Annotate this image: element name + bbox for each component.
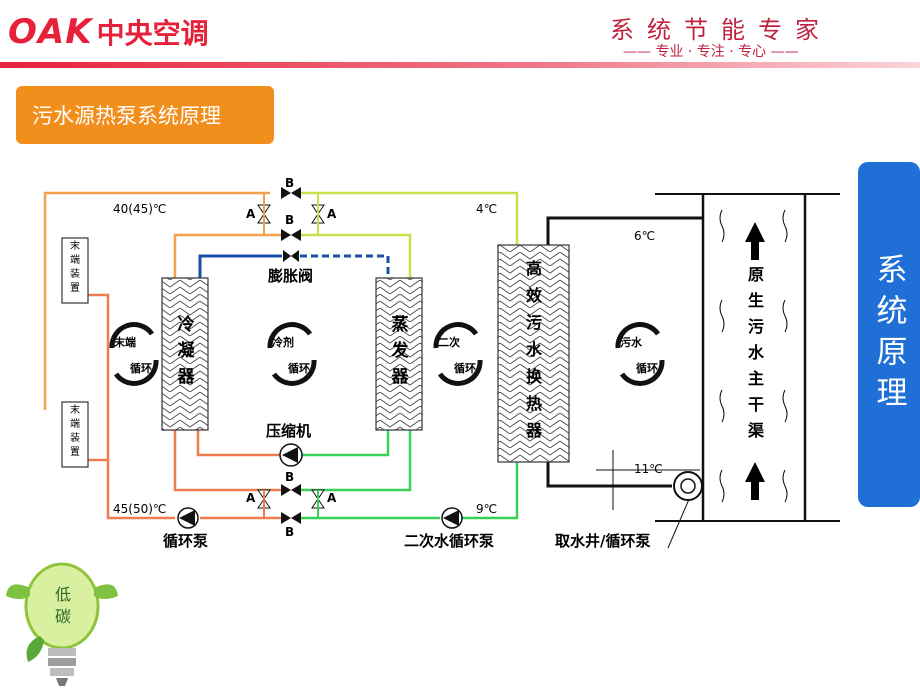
logo-cn-text: 中央空调	[96, 17, 209, 50]
intake-well-label: 取水井/循环泵	[555, 532, 651, 550]
exchanger-box	[497, 244, 570, 463]
temp-label-hot-supply: 40(45)℃	[113, 202, 167, 216]
secondary-pump-icon	[441, 507, 463, 529]
circ-pump-label: 循环泵	[163, 532, 209, 550]
main-channel	[655, 193, 840, 522]
valve-a-label-2: A	[327, 207, 337, 221]
temp-label-hot-return: 45(50)℃	[113, 502, 167, 516]
loop-label-refrig-b: 循环	[288, 362, 310, 375]
valve-a-label-1: A	[246, 207, 256, 221]
secondary-pump-label: 二次水循环泵	[404, 532, 495, 550]
terminal-unit-label-2: 末端装置	[70, 405, 80, 458]
evaporator-label: 蒸发器	[391, 315, 409, 387]
valve-b-label-3: B	[285, 470, 295, 484]
pipe-cold	[298, 191, 519, 278]
logo-brand-text: OAK	[8, 12, 93, 52]
valve-b-label-1: B	[285, 176, 295, 190]
loop-label-terminal-a: 末端	[114, 336, 136, 349]
valve-a-label-4: A	[327, 491, 337, 505]
loop-label-sewage-b: 循环	[636, 362, 658, 375]
flow-up-arrow-bottom	[745, 462, 765, 500]
condenser-label: 冷凝器	[177, 315, 195, 387]
terminal-unit-1	[61, 237, 89, 304]
valve-b-icon	[281, 187, 301, 524]
valve-b-label-2: B	[285, 213, 295, 227]
pipe-sewage	[546, 216, 702, 488]
side-label: 系统原理	[858, 162, 920, 507]
pointer-lines	[596, 450, 700, 549]
expansion-valve-label: 膨胀阀	[268, 267, 314, 285]
main-channel-label: 原生污水主干渠	[747, 265, 764, 440]
slogan: 系统节能专家	[610, 16, 832, 44]
loop-label-sewage-a: 污水	[620, 336, 642, 349]
loop-label-secondary-b: 循环	[454, 362, 476, 375]
sub-slogan: —— 专业 · 专注 · 专心 ——	[623, 44, 799, 60]
compressor-label: 压缩机	[266, 422, 312, 440]
evaporator-box	[375, 277, 423, 431]
pipe-green	[300, 430, 519, 520]
exchanger-label: 高效污水换热器	[525, 259, 542, 440]
loop-arrow-refrigerant	[267, 322, 317, 386]
temp-label-cold-4: 4℃	[476, 202, 498, 216]
loop-arrow-secondary	[433, 322, 483, 386]
temp-label-sewage-11: 11℃	[634, 462, 663, 476]
flow-up-arrow-top	[745, 222, 765, 260]
valve-a-label-3: A	[246, 491, 256, 505]
compressor-icon	[279, 443, 303, 467]
low-carbon-badge: 低碳	[54, 585, 71, 626]
brand-logo: OAK 中央空调	[8, 10, 209, 54]
loop-label-refrig-a: 冷剂	[272, 336, 294, 349]
condenser-box	[161, 277, 209, 431]
circ-pump-icon	[177, 507, 199, 529]
loop-arrow-terminal	[109, 322, 159, 386]
pipe-refrigerant	[198, 254, 390, 278]
section-title: 污水源热泵系统原理	[16, 86, 274, 144]
loop-label-secondary-a: 二次	[438, 336, 460, 349]
valve-b-label-4: B	[285, 525, 295, 539]
terminal-unit-2	[61, 401, 89, 468]
pipe-hot-supply	[43, 191, 282, 410]
terminal-unit-label-1: 末端装置	[70, 241, 80, 294]
temp-label-sewage-6: 6℃	[634, 229, 656, 243]
temp-label-cold-9: 9℃	[476, 502, 498, 516]
loop-arrow-sewage	[615, 322, 665, 386]
intake-pump-icon	[673, 471, 703, 501]
low-carbon-bulb-icon	[6, 562, 118, 686]
header-divider-bar	[0, 62, 920, 68]
loop-label-terminal-b: 循环	[130, 362, 152, 375]
pipe-hot-return	[88, 293, 282, 520]
